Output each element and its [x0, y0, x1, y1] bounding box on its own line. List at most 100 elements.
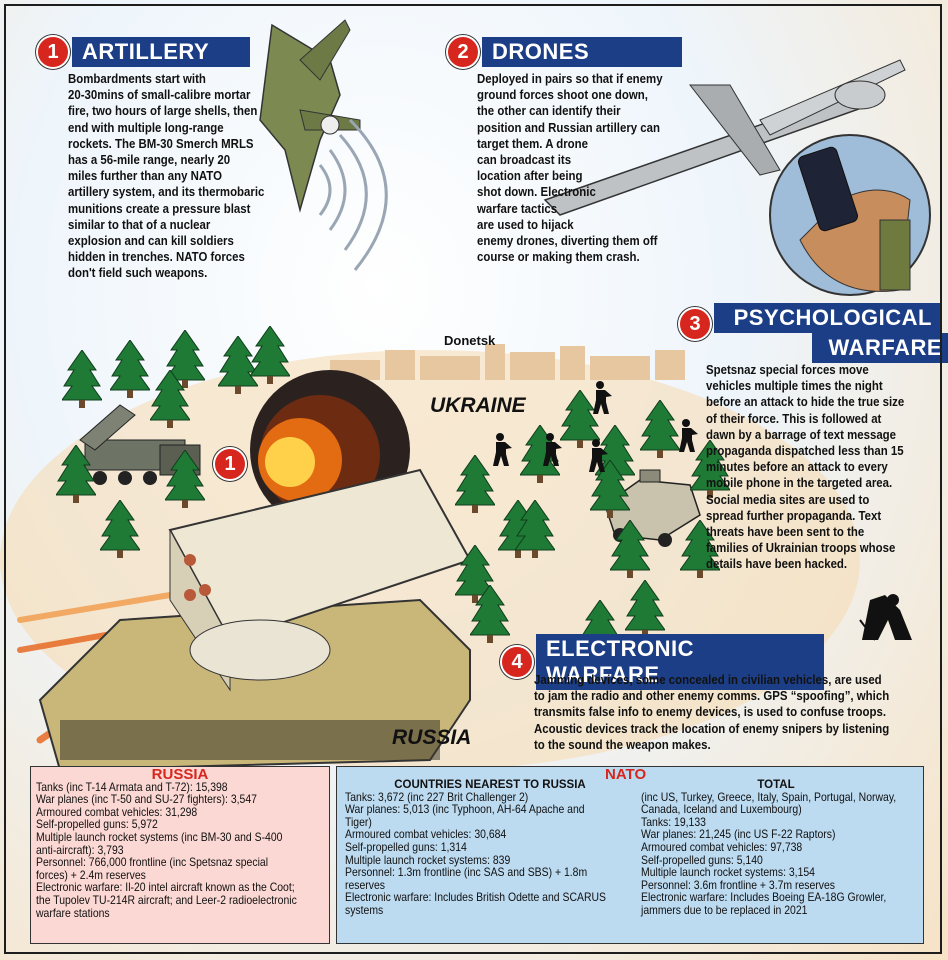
soldier-icon — [543, 433, 562, 466]
psych-text-line: families of Ukrainian troops whose — [706, 540, 896, 556]
nato-stats-box: NATO COUNTRIES NEAREST TO RUSSIA Tanks: … — [336, 766, 924, 944]
nato-total-heading: TOTAL — [757, 779, 795, 791]
russia-stat-line: Tanks (inc T-14 Armata and T-72): 15,398 — [36, 780, 228, 794]
pine-tree-icon — [250, 326, 290, 384]
russia-stat-line: Multiple launch rocket systems (inc BM-3… — [36, 830, 283, 844]
artillery-text-line: 20-30mins of small-calibre mortar — [68, 87, 251, 103]
nato-nearest-line: reserves — [345, 878, 386, 892]
drones-text-line: position and Russian artillery can — [477, 119, 661, 135]
drones-text-line: warfare tactics — [477, 200, 558, 216]
drones-text-line: location after being — [477, 168, 583, 184]
electronic-text-line: Jamming devices, some concealed in civil… — [534, 672, 882, 687]
phone-in-hand-icon — [769, 134, 931, 296]
artillery-text-line: similar to that of a nuclear — [68, 216, 211, 232]
electronic-text-line: to the sound the weapon makes. — [534, 736, 711, 752]
psych-text-line: of their force. This is followed at — [706, 410, 882, 426]
electronic-text-line: Acoustic devices track the location of e… — [534, 720, 890, 736]
pine-tree-icon — [165, 450, 205, 508]
psych-text-line: threats have been sent to the — [706, 524, 865, 540]
artillery-text-line: explosion and can kill soldiers — [68, 233, 234, 249]
psych-text-line: spread further propaganda. Text — [706, 507, 882, 523]
psych-title-block: PSYCHOLOGICAL WARFARE — [714, 303, 948, 363]
reaper-drone-icon — [543, 59, 906, 216]
soldier-icon — [493, 433, 512, 466]
drones-header: 2 DRONES — [446, 35, 682, 69]
nato-nearest-list: Tanks: 3,672 (inc 227 Brit Challenger 2)… — [345, 790, 635, 918]
drones-text-line: enemy drones, diverting them off — [477, 233, 658, 249]
psych-title-line1: PSYCHOLOGICAL — [714, 303, 942, 333]
russia-stats-title: RUSSIA — [151, 766, 209, 783]
pine-tree-icon — [165, 330, 205, 388]
nato-total-line: Personnel: 3.6m frontline + 3.7m reserve… — [641, 878, 836, 892]
nato-nearest-line: Tanks: 3,672 (inc 227 Brit Challenger 2) — [345, 790, 529, 804]
russia-stat-line: the Tupolev TU-214R aircraft; and Leer-2… — [36, 893, 297, 907]
signal-waves-icon — [318, 118, 388, 271]
pine-tree-icon — [56, 445, 96, 503]
nato-nearest-line: Armoured combat vehicles: 30,684 — [345, 828, 507, 842]
pine-tree-icon — [560, 390, 600, 448]
russia-stat-line: Self-propelled guns: 5,972 — [36, 818, 158, 832]
electronic-header: 4 ELECTRONIC WARFARE — [500, 634, 824, 690]
launcher-marker-badge: 1 — [213, 447, 247, 481]
pine-tree-icon — [150, 370, 190, 428]
nato-total-line: Self-propelled guns: 5,140 — [641, 853, 763, 867]
drones-text-line: Deployed in pairs so that if enemy — [477, 71, 663, 86]
donetsk-label: Donetsk — [444, 333, 496, 348]
drones-number-badge: 2 — [446, 35, 480, 69]
russia-stats-box: RUSSIA Tanks (inc T-14 Armata and T-72):… — [30, 766, 330, 944]
pine-tree-icon — [470, 585, 510, 643]
nato-nearest-line: Multiple launch rocket systems: 839 — [345, 853, 511, 867]
nato-nearest-line: War planes: 5,013 (inc Typhoon, AH-64 Ap… — [345, 803, 585, 817]
drones-text-line: can broadcast its — [477, 152, 572, 168]
electronic-text: Jamming devices, some concealed in civil… — [534, 672, 889, 753]
drones-text-line: shot down. Electronic — [477, 184, 596, 200]
pine-tree-icon — [640, 400, 680, 458]
nato-total-line: Tanks: 19,133 — [641, 815, 706, 829]
russia-label: RUSSIA — [392, 726, 472, 749]
psych-text-line: Social media sites are used to — [706, 491, 870, 507]
artillery-text-line: has a 56-mile range, nearly 20 — [68, 152, 231, 168]
drones-text-line: the other can identify their — [477, 103, 621, 119]
nato-nearest-line: Personnel: 1.3m frontline (inc SAS and S… — [345, 866, 588, 880]
nato-nearest-line: Tiger) — [345, 815, 372, 829]
pine-tree-icon — [690, 440, 730, 498]
psych-number-badge: 3 — [678, 307, 712, 341]
russia-stat-line: Electronic warfare: Il-20 intel aircraft… — [36, 881, 295, 895]
russia-stat-line: anti-aircraft): 3,793 — [36, 843, 124, 857]
psych-title-line2: WARFARE — [812, 333, 948, 363]
nato-total-line: Multiple launch rocket systems: 3,154 — [641, 866, 815, 880]
pine-tree-icon — [515, 500, 555, 558]
psych-text-line: Spetsnaz special forces move — [706, 362, 869, 377]
psych-text-line: propaganda dispatched less than 15 — [706, 443, 904, 459]
russia-stat-line: warfare stations — [36, 906, 110, 920]
artillery-number-badge: 1 — [36, 35, 70, 69]
russia-stat-line: forces) + 2.4m reserves — [36, 868, 146, 882]
artillery-text-line: rockets. The BM-30 Smerch MRLS — [68, 135, 254, 151]
sniper-icon — [859, 594, 912, 641]
ukraine-label: UKRAINE — [430, 394, 526, 417]
nato-total-line: War planes: 21,245 (inc US F-22 Raptors) — [641, 828, 836, 842]
russia-stat-line: Personnel: 766,000 frontline (inc Spetsn… — [36, 856, 269, 870]
artillery-title: ARTILLERY — [72, 37, 250, 67]
psych-text-line: mobile phone in the targeted area. — [706, 475, 893, 491]
pine-tree-icon — [680, 520, 720, 578]
artillery-text-line: munitions create a pressure blast — [68, 200, 251, 216]
soldier-icon — [593, 381, 612, 414]
soldier-icon — [679, 419, 698, 452]
artillery-text-line: Bombardments start with — [68, 71, 206, 86]
artillery-text-line: hidden in trenches. NATO forces — [68, 249, 245, 265]
electronic-text-line: transmits false info to enemy devices, i… — [534, 704, 887, 720]
psych-text-line: before an attack to hide the true size — [706, 394, 905, 410]
artillery-header: 1 ARTILLERY — [36, 35, 250, 69]
electronic-title: ELECTRONIC WARFARE — [536, 634, 824, 690]
psych-text-line: dawn by a barrage of text message — [706, 426, 897, 442]
nato-nearest-line: Self-propelled guns: 1,314 — [345, 840, 467, 854]
russia-stats-list: Tanks (inc T-14 Armata and T-72): 15,398… — [36, 780, 324, 921]
nato-total-line: (inc US, Turkey, Greece, Italy, Spain, P… — [641, 790, 897, 804]
soldier-icon — [589, 439, 608, 472]
nato-nearest-line: Electronic warfare: Includes British Ode… — [345, 891, 606, 905]
